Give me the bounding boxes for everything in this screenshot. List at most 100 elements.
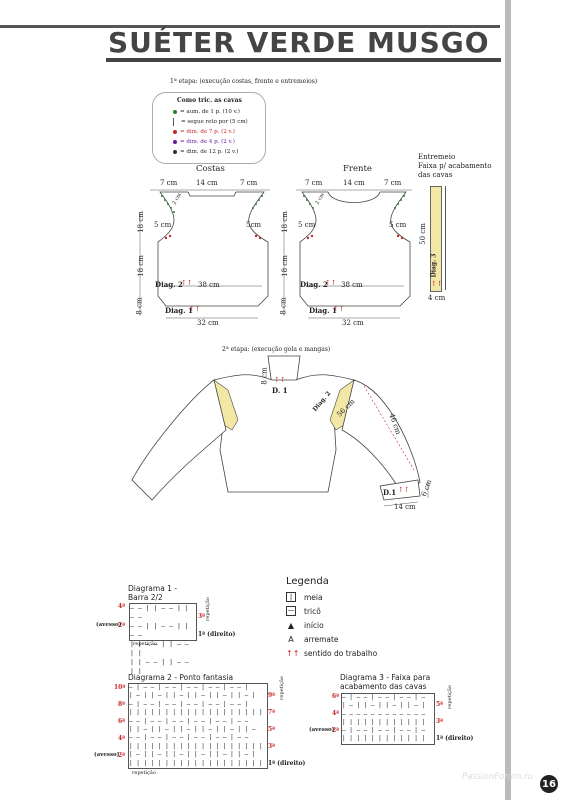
- diagram2-row-10: 10ª: [114, 684, 126, 691]
- frente-diag2: Diag. 2: [300, 280, 328, 289]
- frente-height-mid: 18 cm: [280, 255, 289, 277]
- collar-d1: D. 1: [272, 386, 288, 395]
- diagram1-row-3: 3ª: [198, 613, 206, 620]
- frente-width-body: 38 cm: [341, 281, 363, 289]
- costas-width-left: 7 cm: [160, 179, 178, 187]
- diagram3-row: | — | | — | | — | | — |: [342, 702, 426, 710]
- red-dot-icon: [173, 130, 177, 134]
- costas-width-body: 38 cm: [198, 281, 220, 289]
- frente-armhole-left: 5 cm: [298, 221, 316, 229]
- black-dot-icon: [173, 150, 177, 154]
- line-icon: [173, 118, 178, 126]
- costas-width-mid: 14 cm: [196, 179, 218, 187]
- diagram1-repeticao-side: repetição: [204, 597, 211, 621]
- frente-width-hem: 32 cm: [342, 319, 364, 327]
- entremeio-strip: [430, 186, 442, 292]
- knit-stitch-icon: |: [286, 592, 296, 602]
- diagram1-title-line1: Diagrama 1 -: [128, 584, 178, 593]
- purple-dot-icon: [173, 140, 177, 144]
- diagram2-row: | | | | | | | | | | | | | | | | | | |: [129, 709, 263, 717]
- diagram2-row: — | — — | — — | — — | — — | — — |: [129, 684, 249, 691]
- cuff-arrows-icon: ↑↑: [398, 486, 410, 494]
- purl-stitch-icon: —: [286, 606, 296, 616]
- entremeio-label-line2: Faixa p/ acabamento: [418, 162, 492, 170]
- entremeio-width: 4 cm: [428, 294, 446, 302]
- legend-item-label: sentido do trabalho: [304, 648, 378, 658]
- diagram2-row: | | — | | — | | — | | — | | — | | —: [129, 726, 256, 734]
- legend-row-text: = segue reto por (5 cm): [181, 119, 248, 125]
- header-bar: [0, 0, 500, 64]
- diagram1-row: | | — — | | — — | |: [130, 640, 189, 657]
- costas-diag2-arrows-icon: ↑↑: [181, 279, 193, 287]
- diagram3-row: | | | | | | | | | | | |: [342, 735, 426, 743]
- diagram2-avesso: (avesso): [94, 752, 120, 758]
- diagram2-row-4: 4ª: [118, 735, 126, 742]
- diagram3-row: — | — — | — — | — — | —: [342, 694, 426, 701]
- diagram2-row: — — | — — | — — | — — | — — | — —: [129, 717, 249, 725]
- frente-width-left: 7 cm: [305, 179, 323, 187]
- legend-item-label: tricô: [304, 606, 321, 616]
- entremeio-arrows-icon: ↑↑: [431, 280, 443, 288]
- costas-armhole-left: 5 cm: [154, 221, 172, 229]
- diagram3-title: Diagrama 3 - Faixa para acabamento das c…: [340, 673, 430, 691]
- frente-height-top: 18 cm: [280, 211, 289, 233]
- diagram3-row-2: 2ª: [332, 727, 340, 734]
- bind-off-icon: A: [288, 634, 294, 644]
- cuff-width: 14 cm: [394, 503, 416, 511]
- diagram3-row-1: 1ª (direito): [436, 735, 474, 742]
- costas-height-bottom: 8 cm: [135, 297, 144, 315]
- diagram2-row: | — | | — | | — | | — | | — | | — |: [129, 692, 256, 700]
- diagram2-row-3: 3ª: [268, 743, 276, 750]
- diagram2-repeticao-bottom: repetição: [132, 770, 156, 776]
- page-title: SUÉTER VERDE MUSGO: [108, 26, 490, 59]
- entremeio-height: 50 cm: [418, 223, 427, 245]
- legend-item: ▲início: [286, 618, 377, 632]
- collar-arrows-icon: ↑↑: [274, 376, 286, 384]
- diagram1-avesso: (avesso): [96, 622, 122, 628]
- page-number-badge: 16: [540, 775, 558, 793]
- cuff-d1: D.1: [383, 488, 397, 497]
- diagram2-row: | — | | — | | — | | — | | — | | — |: [129, 751, 256, 759]
- diagram2-row-9: 9ª: [268, 692, 276, 699]
- frente-width-mid: 14 cm: [343, 179, 365, 187]
- diagram1-row: — — | | — — | | — —: [130, 622, 189, 639]
- entremeio-label: Entremeio Faixa p/ acabamento das cavas: [418, 153, 491, 180]
- costas-width-right: 7 cm: [240, 179, 258, 187]
- frente-diag1-arrows-icon: ↑↑: [333, 305, 345, 313]
- diagram2-row: — | — — | — — | — — | — — | — — |: [129, 700, 249, 708]
- diagram3-title-line2: acabamento das cavas: [340, 682, 427, 691]
- legend-item-label: meia: [304, 592, 323, 602]
- header-top-rule: [0, 25, 500, 28]
- diagram3-grid: — | — — | — — | — — | — | — | | — | | — …: [341, 693, 435, 745]
- direction-arrows-icon: ↑↑: [286, 648, 300, 658]
- diagram2-row-8: 8ª: [118, 701, 126, 708]
- diagram3-repeticao-side: repetição: [446, 685, 453, 709]
- frente-height-bottom: 8 cm: [279, 297, 288, 315]
- costas-armhole-right: 5cm: [246, 221, 262, 229]
- costas-height-top: 18 cm: [136, 211, 145, 233]
- diagram2-title: Diagrama 2 - Ponto fantasia: [128, 673, 234, 682]
- costas-diag1: Diag. 1: [165, 306, 193, 315]
- costas-height-mid: 18 cm: [136, 255, 145, 277]
- diagram3-row-6: 6ª: [332, 693, 340, 700]
- stage2-heading: 2ª etapa: (execução gola e mangas): [222, 346, 331, 353]
- collar-height: 8 cm: [260, 367, 269, 385]
- diagram3-row: — — — — — — — — — — — —: [342, 710, 426, 718]
- frente-width-right: 7 cm: [384, 179, 402, 187]
- entremeio-label-line3: das cavas: [418, 171, 453, 179]
- legend-item: — tricô: [286, 604, 377, 618]
- stage1-heading: 1ª etapa: (execução costas, frente e ent…: [170, 78, 318, 85]
- start-arrow-icon: ▲: [287, 620, 295, 630]
- diagram2-grid: — | — — | — — | — — | — — | — — | | — | …: [128, 683, 268, 769]
- diagram1-title: Diagrama 1 - Barra 2/2: [128, 584, 177, 602]
- frente-label: Frente: [343, 164, 372, 174]
- legend-row-text: = dim. de 12 p. (2 v.): [180, 149, 239, 155]
- legend-row-text: = aum. de 1 p. (10 v.): [180, 109, 240, 115]
- diagram1-repeticao-bottom: repetição: [133, 641, 157, 647]
- diagram2-row-6: 6ª: [118, 718, 126, 725]
- frente-pattern-drawing: [283, 189, 412, 319]
- costas-diag2: Diag. 2: [155, 280, 183, 289]
- entremeio-diag: Diag. 3: [430, 253, 438, 278]
